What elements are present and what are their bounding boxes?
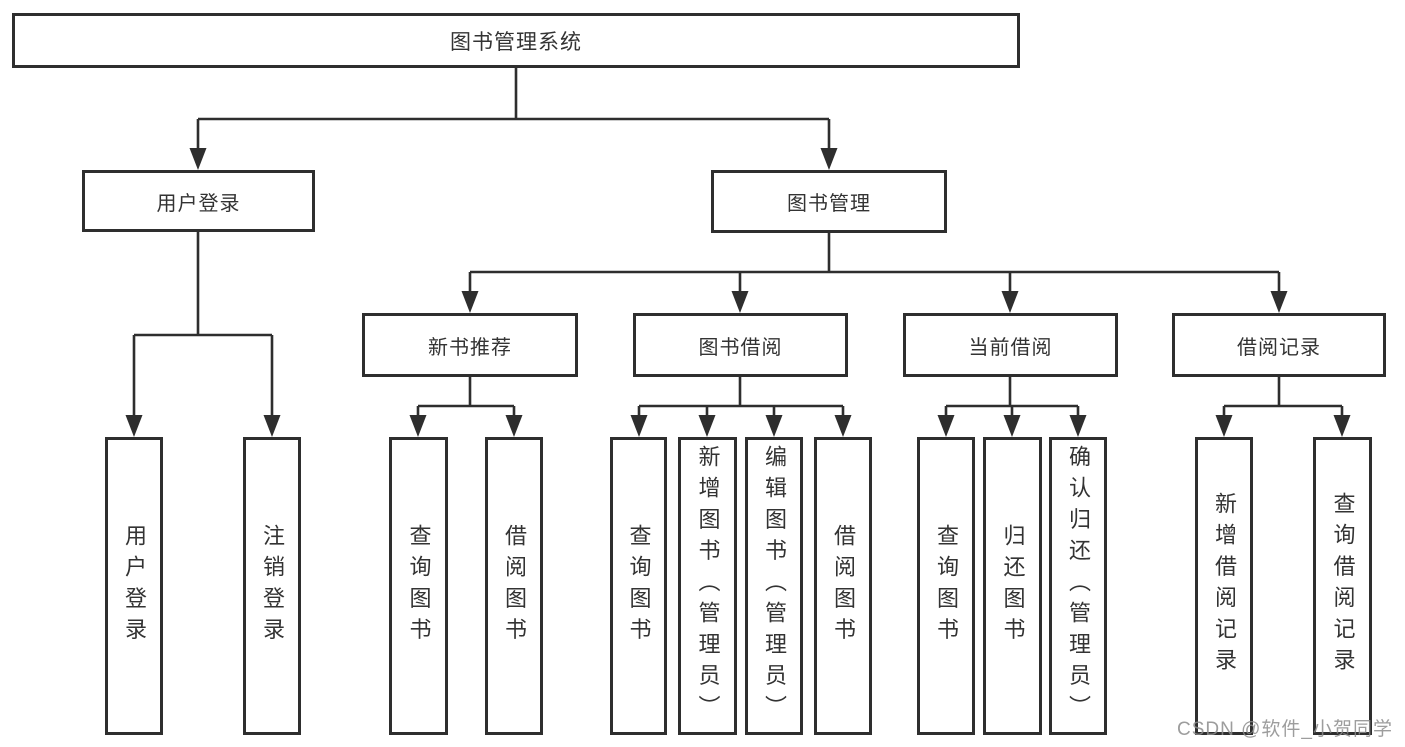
node-user-login: 用户登录 (82, 170, 315, 232)
node-label: 编辑图书（管理员） (762, 445, 787, 727)
node-label: 借阅记录 (1237, 336, 1321, 359)
node-book-borrowing: 图书借阅 (633, 313, 848, 377)
node-current-borrowing: 当前借阅 (903, 313, 1118, 377)
node-label: 查询图书 (406, 523, 432, 649)
node-label: 当前借阅 (968, 336, 1053, 359)
leaf-return-books: 归还图书 (983, 437, 1042, 735)
leaf-query-borrow-record: 查询借阅记录 (1313, 437, 1372, 735)
node-label: 新增借阅记录 (1212, 492, 1237, 680)
csdn-watermark: CSDN @软件_小贺同学 (1177, 719, 1393, 740)
node-borrowing-records: 借阅记录 (1172, 313, 1386, 377)
leaf-query-books-1: 查询图书 (389, 437, 448, 735)
leaf-confirm-return-admin: 确认归还（管理员） (1049, 437, 1107, 735)
node-library-system: 图书管理系统 (12, 13, 1020, 68)
node-book-management: 图书管理 (711, 170, 947, 233)
leaf-query-books-2: 查询图书 (610, 437, 667, 735)
node-label: 用户登录 (156, 192, 241, 215)
node-label: 新书推荐 (428, 336, 512, 359)
node-label: 图书借阅 (698, 336, 783, 359)
leaf-logout: 注销登录 (243, 437, 301, 735)
node-new-book-recommend: 新书推荐 (362, 313, 578, 377)
node-label: 查询图书 (626, 523, 652, 649)
node-label: 查询借阅记录 (1330, 492, 1356, 680)
node-label: 注销登录 (260, 523, 285, 649)
node-label: 新增图书（管理员） (695, 445, 721, 727)
leaf-add-borrow-record: 新增借阅记录 (1195, 437, 1253, 735)
arrowheads (125, 148, 1351, 437)
leaf-edit-book-admin: 编辑图书（管理员） (745, 437, 803, 735)
leaf-borrow-books-2: 借阅图书 (814, 437, 872, 735)
leaf-add-book-admin: 新增图书（管理员） (678, 437, 737, 735)
node-label: 归还图书 (1000, 523, 1026, 649)
node-label: 图书管理系统 (450, 30, 582, 54)
leaf-user-login: 用户登录 (105, 437, 163, 735)
leaf-borrow-books-1: 借阅图书 (485, 437, 543, 735)
leaf-query-books-3: 查询图书 (917, 437, 975, 735)
node-label: 借阅图书 (831, 523, 856, 649)
node-label: 确认归还（管理员） (1066, 445, 1091, 727)
node-label: 用户登录 (122, 523, 147, 649)
node-label: 查询图书 (934, 523, 959, 649)
node-label: 借阅图书 (502, 523, 527, 649)
node-label: 图书管理 (787, 193, 871, 215)
